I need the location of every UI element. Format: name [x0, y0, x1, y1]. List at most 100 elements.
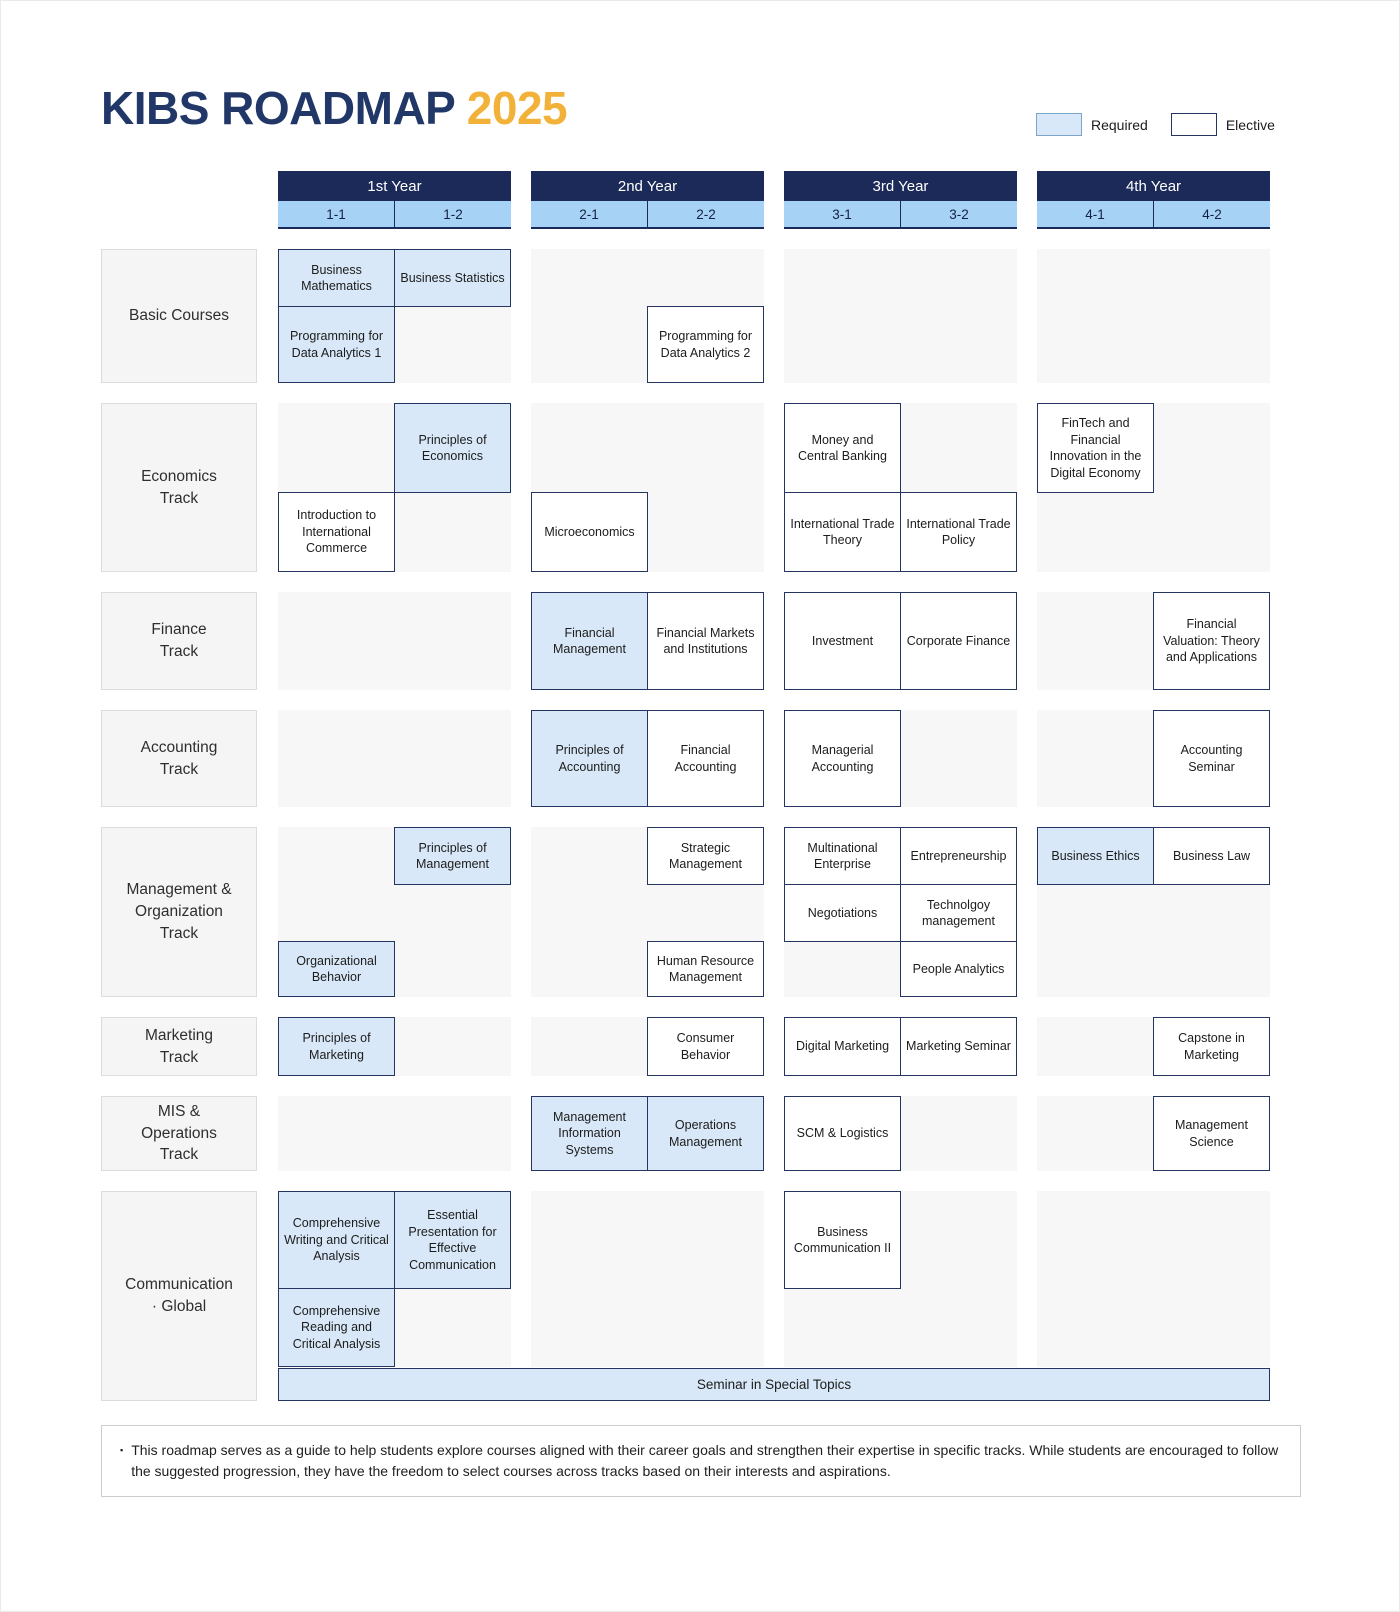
track-row-accounting: Accounting Track Principles of Accountin… [101, 710, 1270, 807]
track-lane [1037, 1191, 1270, 1367]
course-multinational-enterprise: Multinational Enterprise [784, 827, 901, 885]
track-lane [784, 249, 1017, 383]
course-management-science: Management Science [1153, 1096, 1270, 1171]
track-label: MIS & Operations Track [101, 1096, 257, 1171]
course-negotiations: Negotiations [784, 884, 901, 942]
track-lane: Principles of Management Organizational … [278, 827, 511, 997]
track-lane: FinTech and Financial Innovation in the … [1037, 403, 1270, 572]
bullet-icon: ▪ [120, 1445, 124, 1455]
course-programming-for-data-analytics-2: Programming for Data Analytics 2 [647, 306, 764, 383]
course-people-analytics: People Analytics [900, 941, 1017, 997]
course-capstone-in-marketing: Capstone in Marketing [1153, 1017, 1270, 1076]
course-business-statistics: Business Statistics [394, 249, 511, 307]
track-lane: Principles of Economics Introduction to … [278, 403, 511, 572]
track-lane: Comprehensive Writing and Critical Analy… [278, 1191, 511, 1367]
track-lane: Money and Central Banking International … [784, 403, 1017, 572]
year-header: 2nd Year [531, 171, 764, 201]
seminar-special-topics-bar: Seminar in Special Topics [278, 1368, 1270, 1401]
track-lane: Consumer Behavior [531, 1017, 764, 1076]
track-row-basic-courses: Basic Courses Business Mathematics Busin… [101, 249, 1270, 383]
course-managerial-accounting: Managerial Accounting [784, 710, 901, 807]
track-label: Accounting Track [101, 710, 257, 807]
course-entrepreneurship: Entrepreneurship [900, 827, 1017, 885]
course-financial-valuation: Financial Valuation: Theory and Applicat… [1153, 592, 1270, 690]
course-business-ethics: Business Ethics [1037, 827, 1154, 885]
roadmap-board: 1st Year 1-1 1-2 2nd Year 2-1 2-2 3rd Ye… [101, 171, 1270, 1401]
course-principles-of-economics: Principles of Economics [394, 403, 511, 493]
semester-header: 2-1 [579, 206, 599, 222]
track-lane: Business Mathematics Business Statistics… [278, 249, 511, 383]
track-lane: Business Ethics Business Law [1037, 827, 1270, 997]
semester-header: 3-2 [900, 201, 1017, 227]
track-label: Finance Track [101, 592, 257, 690]
semester-header: 2-2 [647, 201, 764, 227]
course-business-law: Business Law [1153, 827, 1270, 885]
track-lane: Financial Valuation: Theory and Applicat… [1037, 592, 1270, 690]
title-main: KIBS ROADMAP [101, 82, 455, 134]
track-row-management-organization: Management & Organization Track Principl… [101, 827, 1270, 997]
track-lane: Management Science [1037, 1096, 1270, 1171]
elective-swatch-icon [1170, 113, 1217, 136]
year-group-4: 4th Year 4-1 4-2 [1037, 171, 1270, 229]
track-lane [278, 1096, 511, 1171]
track-label: Marketing Track [101, 1017, 257, 1076]
course-technology-management: Technolgoy management [900, 884, 1017, 942]
track-lane: Multinational Enterprise Entrepreneurshi… [784, 827, 1017, 997]
course-business-communication-2: Business Communication II [784, 1191, 901, 1289]
column-headers: 1st Year 1-1 1-2 2nd Year 2-1 2-2 3rd Ye… [278, 171, 1270, 229]
legend-elective-label: Elective [1225, 116, 1275, 133]
course-microeconomics: Microeconomics [531, 492, 648, 572]
track-label: Management & Organization Track [101, 827, 257, 997]
course-international-trade-policy: International Trade Policy [900, 492, 1017, 572]
course-essential-presentation: Essential Presentation for Effective Com… [394, 1191, 511, 1289]
course-programming-for-data-analytics-1: Programming for Data Analytics 1 [278, 306, 395, 383]
track-row-marketing: Marketing Track Principles of Marketing … [101, 1017, 1270, 1076]
course-accounting-seminar: Accounting Seminar [1153, 710, 1270, 807]
course-principles-of-accounting: Principles of Accounting [531, 710, 648, 807]
legend-required-label: Required [1091, 116, 1148, 133]
course-introduction-to-international-commerce: Introduction to International Commerce [278, 492, 395, 572]
track-lane: Capstone in Marketing [1037, 1017, 1270, 1076]
track-lane: Business Communication II [784, 1191, 1017, 1367]
track-lane: Digital Marketing Marketing Seminar [784, 1017, 1017, 1076]
course-marketing-seminar: Marketing Seminar [900, 1017, 1017, 1076]
semester-header: 3-1 [832, 206, 852, 222]
track-lane: SCM & Logistics [784, 1096, 1017, 1171]
course-principles-of-management: Principles of Management [394, 827, 511, 885]
track-lane: Programming for Data Analytics 2 [531, 249, 764, 383]
track-row-mis-operations: MIS & Operations Track Management Inform… [101, 1096, 1270, 1171]
course-financial-markets-and-institutions: Financial Markets and Institutions [647, 592, 764, 690]
course-financial-accounting: Financial Accounting [647, 710, 764, 807]
course-consumer-behavior: Consumer Behavior [647, 1017, 764, 1076]
semester-header: 4-1 [1085, 206, 1105, 222]
track-lane: Investment Corporate Finance [784, 592, 1017, 690]
course-management-information-systems: Management Information Systems [531, 1096, 648, 1171]
year-header: 3rd Year [784, 171, 1017, 201]
year-group-1: 1st Year 1-1 1-2 [278, 171, 511, 229]
required-swatch-icon [1036, 113, 1082, 136]
track-lane [531, 1191, 764, 1367]
track-lane: Strategic Management Human Resource Mana… [531, 827, 764, 997]
course-principles-of-marketing: Principles of Marketing [278, 1017, 395, 1076]
course-human-resource-management: Human Resource Management [647, 941, 764, 997]
course-comprehensive-writing: Comprehensive Writing and Critical Analy… [278, 1191, 395, 1289]
footnote-text: This roadmap serves as a guide to help s… [131, 1442, 1279, 1479]
track-lane: Management Information Systems Operation… [531, 1096, 764, 1171]
course-international-trade-theory: International Trade Theory [784, 492, 901, 572]
track-row-finance: Finance Track Financial Management Finan… [101, 592, 1270, 690]
year-group-2: 2nd Year 2-1 2-2 [531, 171, 764, 229]
page-title: KIBS ROADMAP 2025 [101, 81, 568, 135]
course-organizational-behavior: Organizational Behavior [278, 941, 395, 997]
course-strategic-management: Strategic Management [647, 827, 764, 885]
track-lane [1037, 249, 1270, 383]
legend: Required Elective [1036, 113, 1289, 136]
title-year: 2025 [466, 82, 568, 134]
course-corporate-finance: Corporate Finance [900, 592, 1017, 690]
track-lane [278, 710, 511, 807]
year-header: 1st Year [278, 171, 511, 201]
course-money-and-central-banking: Money and Central Banking [784, 403, 901, 493]
track-lane: Microeconomics [531, 403, 764, 572]
track-lane: Accounting Seminar [1037, 710, 1270, 807]
semester-header: 1-1 [326, 206, 346, 222]
track-label: Economics Track [101, 403, 257, 572]
